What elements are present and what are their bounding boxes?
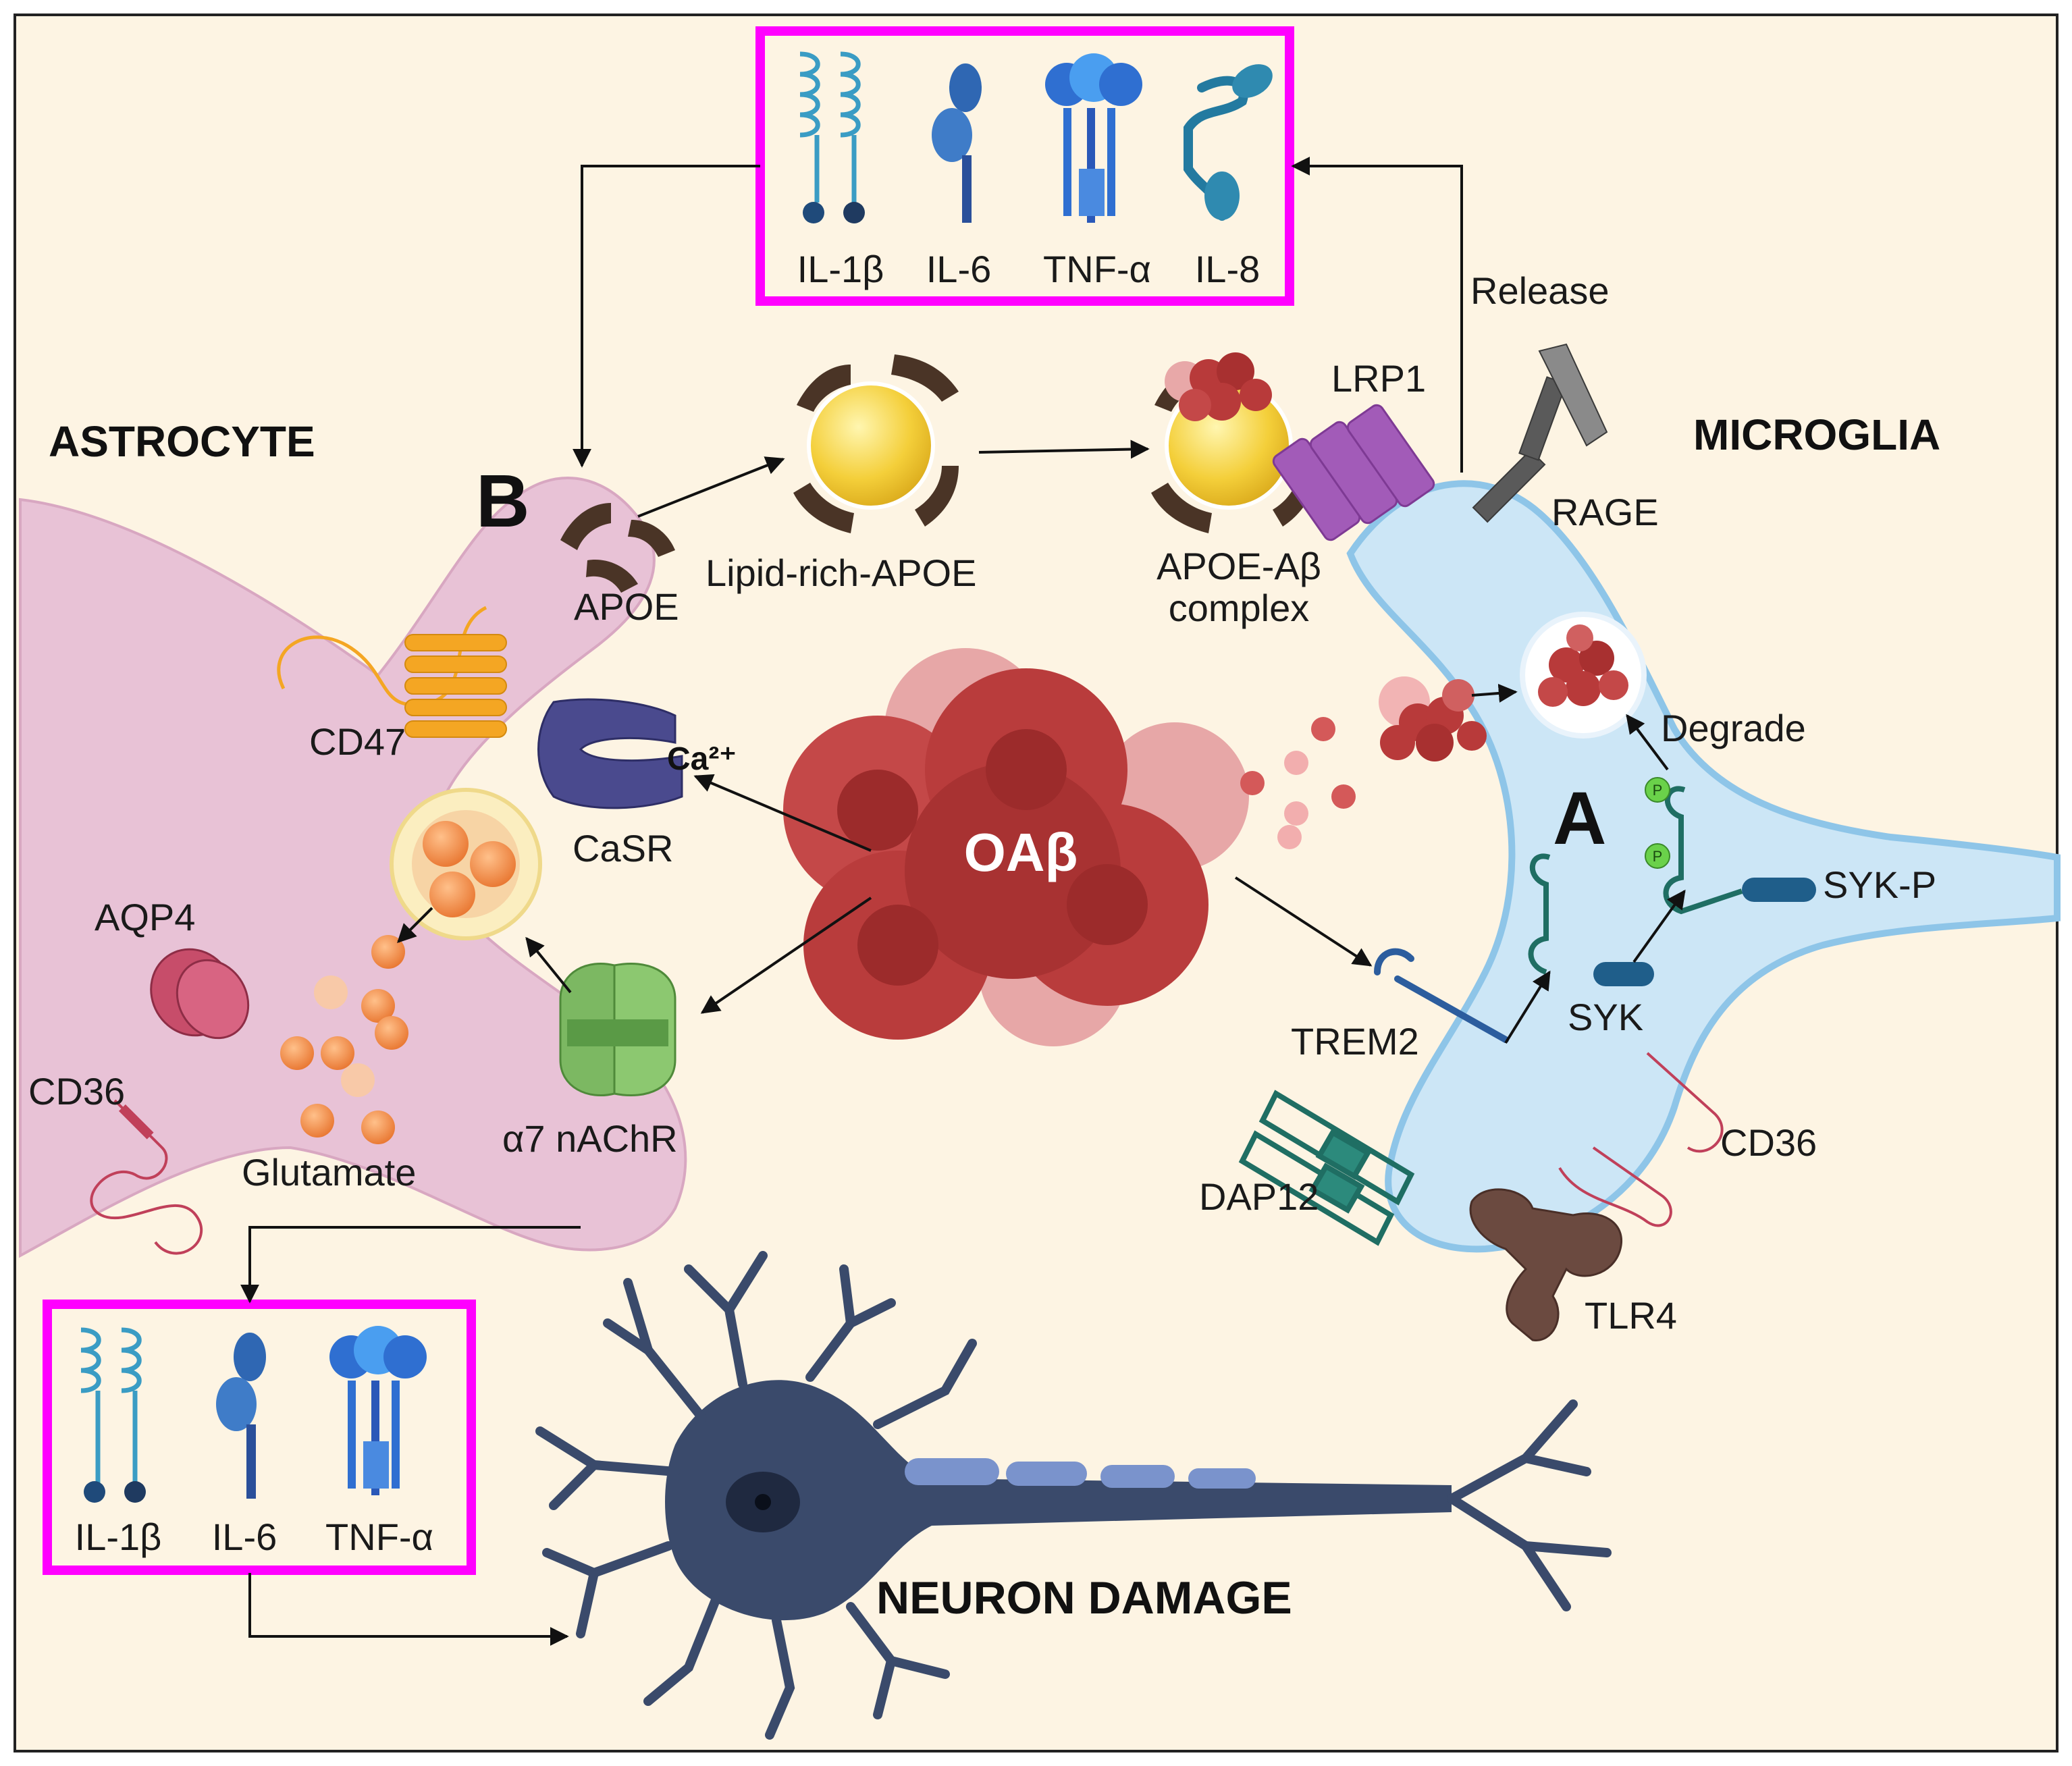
ca-label: Ca²⁺ xyxy=(667,741,737,777)
lrp1-label: LRP1 xyxy=(1331,357,1426,400)
apoe-ab-label-2: complex xyxy=(1169,587,1310,629)
syk-protein xyxy=(1593,962,1654,986)
syk-p-protein xyxy=(1742,878,1816,902)
glutamate-label: Glutamate xyxy=(242,1151,416,1194)
apoe-label: APOE xyxy=(574,585,679,628)
cd36-astrocyte xyxy=(90,1099,203,1255)
cytokine-bottom-3: TNF-α xyxy=(325,1516,433,1558)
panel-b-label: B xyxy=(476,460,529,543)
cytokine-bottom-1: IL-1β xyxy=(75,1516,162,1558)
trem2-label: TREM2 xyxy=(1291,1020,1419,1063)
cytokine-top-2: IL-6 xyxy=(926,248,992,290)
casr-receptor xyxy=(537,698,683,809)
phagosome xyxy=(1520,612,1647,739)
phospho-site-1 xyxy=(1645,777,1670,803)
tlr4-label: TLR4 xyxy=(1585,1294,1677,1337)
phospho-label-2: P xyxy=(1653,848,1663,865)
rage-receptor xyxy=(1472,343,1608,523)
casr-label: CaSR xyxy=(573,827,673,869)
syk-label: SYK xyxy=(1568,996,1643,1038)
lipid-rich-apoe xyxy=(793,354,959,533)
a7-nachr-channel xyxy=(559,962,676,1097)
lipid-apoe-label: Lipid-rich-APOE xyxy=(706,552,976,594)
glutamate-molecules xyxy=(280,935,408,1144)
dap12-adaptor xyxy=(1238,1090,1415,1246)
aqp4-label: AQP4 xyxy=(95,896,195,938)
aqp4-channel xyxy=(150,948,250,1040)
a7-nachr-label: α7 nAChR xyxy=(502,1117,678,1160)
rage-label: RAGE xyxy=(1551,491,1659,533)
cd36-microglia-label: CD36 xyxy=(1720,1121,1817,1164)
degrade-label: Degrade xyxy=(1661,707,1806,749)
arrows xyxy=(240,157,1686,1646)
apoe-ab-complex xyxy=(1151,352,1317,533)
apoe-ab-label-1: APOE-Aβ xyxy=(1157,545,1321,587)
cd36-astrocyte-label: CD36 xyxy=(28,1070,125,1113)
panel-a-label: A xyxy=(1553,777,1606,860)
cytokine-box-bottom xyxy=(43,1300,476,1575)
cytokine-icons-bottom xyxy=(80,1326,427,1503)
astrocyte-title: ASTROCYTE xyxy=(49,417,315,466)
cytokine-top-1: IL-1β xyxy=(797,248,884,290)
phospho-label-1: P xyxy=(1653,782,1663,799)
oab-aggregate xyxy=(783,648,1249,1046)
cytokine-top-4: IL-8 xyxy=(1195,248,1260,290)
cytokine-icons-top xyxy=(799,51,1273,223)
lrp1-receptor xyxy=(1272,404,1435,541)
apoe-protein xyxy=(560,503,675,593)
glutamate-vesicle xyxy=(390,788,542,940)
tlr4-receptor xyxy=(1469,1188,1622,1341)
dap12-label: DAP12 xyxy=(1199,1175,1319,1218)
oab-label: OAβ xyxy=(964,822,1078,882)
neuron-damage-title: NEURON DAMAGE xyxy=(876,1572,1292,1624)
cd47-receptor xyxy=(277,606,507,738)
trem2-receptor xyxy=(1374,948,1509,1043)
release-label: Release xyxy=(1470,269,1609,312)
cd36-microglia xyxy=(1558,1052,1724,1227)
syk-p-label: SYK-P xyxy=(1823,863,1936,906)
phospho-site-2 xyxy=(1645,843,1670,869)
neuron xyxy=(535,1251,1612,1740)
cd47-label: CD47 xyxy=(309,720,406,763)
microglia-title: MICROGLIA xyxy=(1693,410,1940,459)
cytokine-bottom-2: IL-6 xyxy=(212,1516,277,1558)
ab-fragments xyxy=(1240,676,1487,849)
cytokine-top-3: TNF-α xyxy=(1043,248,1151,290)
